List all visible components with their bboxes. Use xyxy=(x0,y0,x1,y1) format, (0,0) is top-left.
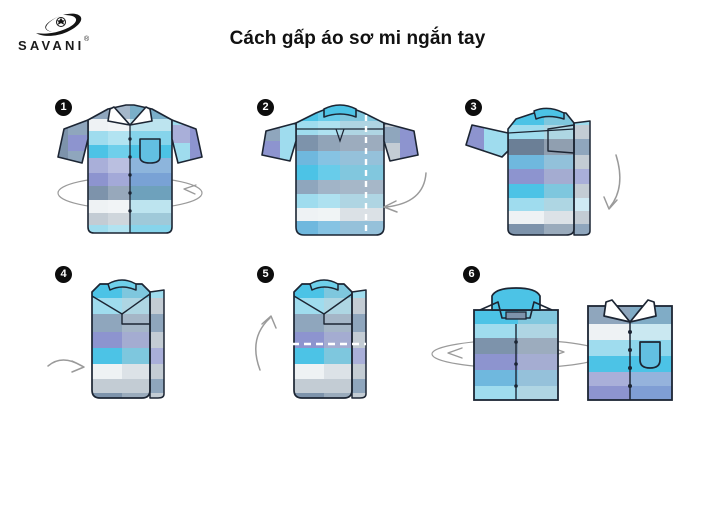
step-badge-2: 2 xyxy=(257,99,274,116)
brand-logo: SAVANI ® xyxy=(18,12,108,60)
step-badge-5: 5 xyxy=(257,266,274,283)
registered-mark: ® xyxy=(84,36,90,43)
step-2-illustration xyxy=(240,95,440,245)
step-badge-6: 6 xyxy=(463,266,480,283)
savani-swoosh-logo-icon xyxy=(32,12,90,38)
page-title: Cách gấp áo sơ mi ngắn tay xyxy=(229,28,486,49)
brand-wordmark: SAVANI xyxy=(18,38,85,53)
step-3-illustration xyxy=(448,95,648,245)
step-4-illustration xyxy=(30,262,220,412)
step-5-illustration xyxy=(232,262,422,412)
step-badge-1: 1 xyxy=(55,99,72,116)
step-1-illustration xyxy=(30,95,230,245)
step-6-illustration xyxy=(431,262,700,412)
step-badge-3: 3 xyxy=(465,99,482,116)
step-badge-4: 4 xyxy=(55,266,72,283)
